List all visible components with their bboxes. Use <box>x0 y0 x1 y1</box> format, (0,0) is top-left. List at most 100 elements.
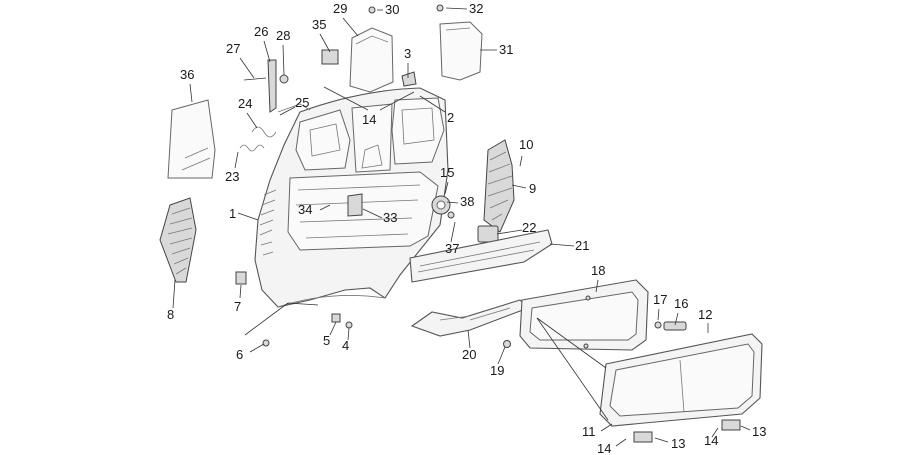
callout-c15: 15 <box>440 165 454 180</box>
callout-c32: 32 <box>469 1 483 16</box>
part-rear-panel <box>599 333 763 427</box>
leader-line-c35 <box>319 33 331 53</box>
leader-line-c22 <box>496 229 523 235</box>
callout-c6: 6 <box>236 347 243 362</box>
part-hardware-16-17 <box>654 321 687 331</box>
leader-line-c7 <box>239 284 242 299</box>
leader-line-c14b <box>711 427 719 438</box>
callout-c28: 28 <box>276 28 290 43</box>
leader-line-c36 <box>189 83 193 103</box>
callout-c27: 27 <box>226 41 240 56</box>
part-floor-bracket <box>410 299 529 337</box>
leader-line-c10 <box>519 155 523 167</box>
part-screws-4-5-6 <box>262 313 353 347</box>
callout-c4: 4 <box>342 338 349 353</box>
leader-line-c23 <box>234 151 239 169</box>
part-top-screws <box>368 4 444 14</box>
part-windscreen-panel <box>167 99 216 179</box>
leader-line-c13b <box>740 425 751 431</box>
callout-c18: 18 <box>591 263 605 278</box>
leader-line-l5 <box>536 317 607 369</box>
leader-line-c1 <box>237 212 259 221</box>
part-lever-assembly <box>243 59 289 113</box>
callout-c29: 29 <box>333 1 347 16</box>
part-reflector-strip <box>409 229 553 283</box>
callout-c11: 11 <box>582 424 596 439</box>
part-left-grille <box>159 197 197 283</box>
callout-c9: 9 <box>529 181 536 196</box>
callout-c3: 3 <box>404 46 411 61</box>
callout-c19: 19 <box>490 363 504 378</box>
callout-c14b: 14 <box>704 433 718 448</box>
part-right-grille <box>483 139 515 233</box>
callout-c31: 31 <box>499 42 513 57</box>
callout-c35: 35 <box>312 17 326 32</box>
leader-line-c17 <box>657 308 660 321</box>
leader-line-c25 <box>279 106 296 116</box>
leader-line-c5 <box>329 321 337 336</box>
leader-line-c11 <box>600 423 613 432</box>
callout-c1: 1 <box>229 206 236 221</box>
part-clip-35 <box>321 49 339 65</box>
leader-line-c26 <box>263 40 271 63</box>
leader-line-c6 <box>249 343 265 353</box>
leader-line-c34 <box>319 204 331 211</box>
callout-c34: 34 <box>298 202 312 217</box>
leader-line-c20 <box>467 329 471 349</box>
part-screw-19 <box>503 340 511 348</box>
callout-c26: 26 <box>254 24 268 39</box>
leader-line-c9 <box>511 184 527 189</box>
callout-c17: 17 <box>653 292 667 307</box>
callout-c13b: 13 <box>752 424 766 439</box>
part-upper-cover-31 <box>439 21 483 81</box>
callout-c20: 20 <box>462 347 476 362</box>
leader-line-c27 <box>239 57 255 79</box>
part-bottom-clips <box>633 419 741 443</box>
callout-c37: 37 <box>445 241 459 256</box>
leader-line-c32 <box>445 7 468 10</box>
leader-line-c8 <box>172 279 176 309</box>
callout-c14: 14 <box>597 441 611 455</box>
callout-c14c: 14 <box>362 112 376 127</box>
callout-c36: 36 <box>180 67 194 82</box>
leader-line-c2 <box>419 95 446 113</box>
callout-c25: 25 <box>295 95 309 110</box>
leader-line-c24 <box>246 112 258 129</box>
callout-labels: 1234567891011121313141414151617181920212… <box>167 1 766 455</box>
leader-line-c28 <box>282 44 285 76</box>
leader-line-l1 <box>244 302 289 336</box>
callout-c30: 30 <box>385 2 399 17</box>
leader-line-c37 <box>450 221 456 243</box>
part-bracket-3 <box>401 71 417 87</box>
leader-line-c4 <box>347 327 350 341</box>
leader-line-l2 <box>287 302 319 306</box>
leader-line-c29 <box>342 17 359 37</box>
callout-c5: 5 <box>323 333 330 348</box>
callout-c23: 23 <box>225 169 239 184</box>
part-clip-7 <box>235 271 247 285</box>
leader-line-l4 <box>379 91 415 111</box>
callout-c16: 16 <box>674 296 688 311</box>
leader-line-c38 <box>446 201 459 204</box>
part-lock-cylinder <box>431 195 455 219</box>
leader-line-c21 <box>549 243 575 247</box>
callout-c2: 2 <box>447 110 454 125</box>
callout-c12: 12 <box>698 307 712 322</box>
leader-line-l6 <box>536 317 609 421</box>
part-leg-shield <box>254 87 449 308</box>
leader-line-c18 <box>595 279 599 293</box>
leader-lines <box>172 7 751 447</box>
part-spring-cable <box>239 103 311 152</box>
callout-c22: 22 <box>522 220 536 235</box>
leader-line-c19 <box>497 346 506 365</box>
callout-c38: 38 <box>460 194 474 209</box>
leader-line-l3 <box>323 86 369 111</box>
leader-line-c13 <box>654 437 669 443</box>
callout-c24: 24 <box>238 96 252 111</box>
callout-c13: 13 <box>671 436 685 451</box>
callout-c33: 33 <box>383 210 397 225</box>
leader-line-c15 <box>444 181 449 195</box>
leader-line-c16 <box>674 312 679 326</box>
part-upper-cover-29 <box>349 27 394 93</box>
